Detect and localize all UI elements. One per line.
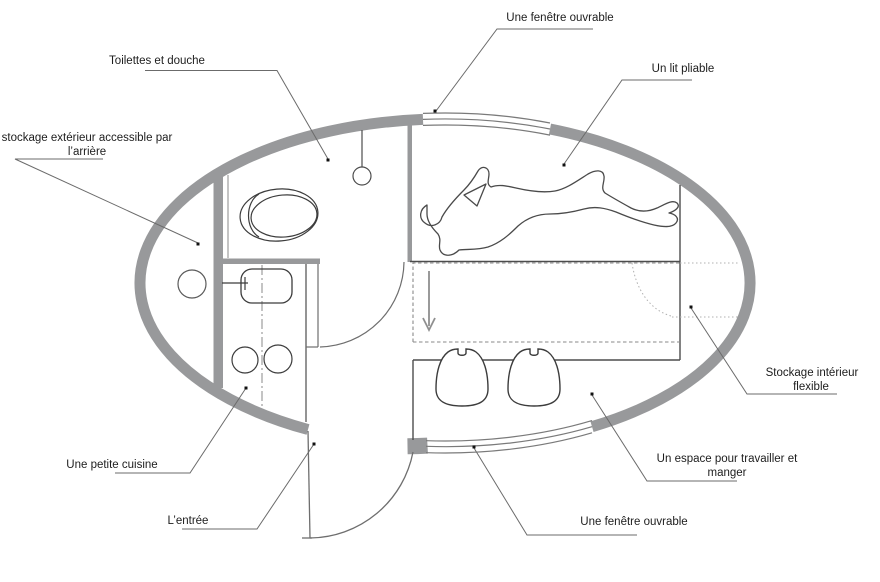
bottom-window-mid-line bbox=[425, 426, 593, 448]
dot-work-eat bbox=[590, 392, 594, 396]
capsule-wall bbox=[134, 113, 756, 435]
leader-window-top bbox=[435, 28, 593, 112]
wall-arc-left-top bbox=[134, 113, 424, 435]
leader-interior-storage bbox=[690, 307, 837, 395]
dot-kitchen bbox=[244, 386, 248, 390]
shower-circle bbox=[352, 166, 372, 186]
wall-block-entrance bbox=[407, 437, 428, 455]
bathroom-door-swing-arc bbox=[319, 261, 405, 348]
toilet bbox=[239, 188, 319, 242]
burner-left bbox=[231, 346, 259, 374]
dot-window-bottom bbox=[472, 445, 476, 449]
label-interior-storage-line2: flexible bbox=[793, 381, 829, 393]
leader-lines bbox=[14, 28, 837, 536]
leader-exterior-storage bbox=[14, 158, 199, 244]
dot-toilet-shower bbox=[326, 158, 330, 162]
label-exterior-storage-line1: stockage extérieur accessible par bbox=[2, 132, 173, 144]
leader-work-eat bbox=[591, 394, 737, 482]
bottom-window-outer-line bbox=[425, 432, 593, 454]
label-exterior-storage-line2: l’arrière bbox=[68, 146, 106, 158]
dot-folding-bed bbox=[562, 163, 566, 167]
fold-down-arrow bbox=[422, 271, 436, 333]
chair-right bbox=[507, 348, 561, 407]
person-silhouette bbox=[420, 166, 679, 256]
burner-right bbox=[263, 344, 293, 374]
chair-left bbox=[435, 348, 489, 407]
shower-head bbox=[352, 130, 372, 186]
person-bent-arm bbox=[463, 183, 487, 207]
top-window-inner-line bbox=[422, 124, 551, 136]
bathroom-right-wall bbox=[407, 124, 412, 262]
label-kitchen: Une petite cuisine bbox=[66, 459, 157, 471]
person-outline bbox=[420, 166, 679, 256]
leader-toilet-shower bbox=[145, 70, 329, 160]
label-toilet-shower: Toilettes et douche bbox=[109, 55, 205, 67]
leader-entrance bbox=[182, 443, 315, 530]
leader-window-bottom bbox=[473, 447, 637, 536]
leader-folding-bed bbox=[563, 79, 692, 165]
rear-storage-circle bbox=[177, 269, 207, 299]
leader-kitchen bbox=[115, 387, 247, 474]
labels: Une fenêtre ouvrable Toilettes et douche… bbox=[2, 12, 859, 528]
storage-door-swing-dotted bbox=[631, 262, 672, 317]
bottom-window bbox=[425, 420, 593, 454]
dot-entrance bbox=[312, 442, 316, 446]
label-work-eat-line2: manger bbox=[708, 467, 747, 479]
dot-exterior-storage bbox=[196, 242, 200, 246]
label-window-top: Une fenêtre ouvrable bbox=[506, 12, 613, 24]
bathroom-kitchen-wall bbox=[222, 258, 320, 264]
toilet-inner bbox=[250, 194, 318, 238]
toilet-outer bbox=[239, 188, 319, 242]
top-window-outer-line bbox=[422, 112, 551, 124]
entrance-door-swing-arc bbox=[309, 451, 414, 539]
label-interior-storage-line1: Stockage intérieur bbox=[766, 367, 859, 379]
flexible-storage-dotted bbox=[631, 262, 740, 318]
top-window bbox=[422, 112, 551, 136]
label-work-eat-line1: Un espace pour travailler et bbox=[657, 453, 798, 465]
dot-interior-storage bbox=[689, 305, 693, 309]
top-window-mid-line bbox=[422, 118, 551, 130]
bathroom-door bbox=[306, 261, 405, 348]
toilet-lid-arc bbox=[247, 193, 260, 238]
bottom-window-inner-line bbox=[425, 420, 593, 442]
folding-bed-outline bbox=[412, 262, 680, 343]
stove-burners bbox=[231, 344, 293, 374]
kitchen-sink bbox=[240, 268, 293, 304]
kitchen-faucet bbox=[222, 277, 248, 290]
leader-dots bbox=[196, 109, 693, 449]
label-window-bottom: Une fenêtre ouvrable bbox=[580, 516, 687, 528]
wall-arc-right bbox=[548, 123, 756, 432]
label-folding-bed: Un lit pliable bbox=[652, 63, 715, 75]
entrance-door-leaf bbox=[307, 430, 311, 539]
entrance-door bbox=[302, 430, 414, 539]
label-entrance: L’entrée bbox=[168, 515, 209, 527]
dot-window-top bbox=[433, 109, 437, 113]
rear-storage-wall bbox=[213, 170, 223, 388]
